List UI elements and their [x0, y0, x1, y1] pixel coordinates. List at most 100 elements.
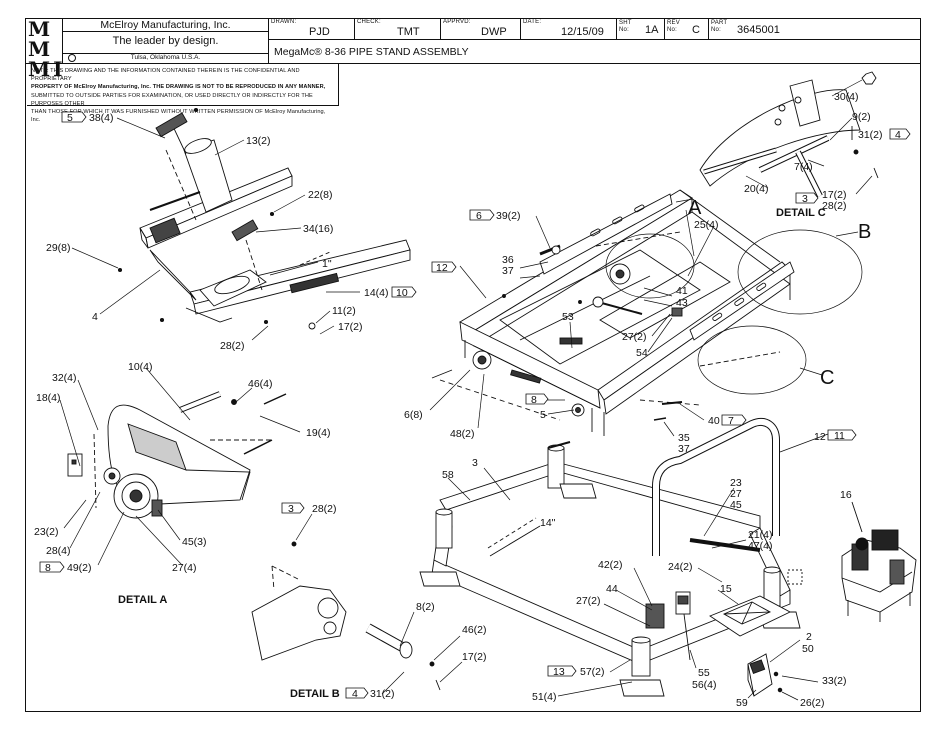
confidentiality-note: NOTE: THIS DRAWING AND THE INFORMATION C… — [27, 64, 339, 123]
callout-28-top: 28(2) — [220, 340, 245, 352]
revision-value: C — [692, 24, 700, 36]
callout-45-stand: 45 — [730, 499, 742, 511]
clamp-beam-subassembly — [117, 107, 411, 330]
svg-text:6: 6 — [476, 210, 482, 222]
callout-33: 33(2) — [822, 675, 847, 687]
date-label: DATE: — [523, 19, 542, 25]
callout-28-detail-b: 28(2) — [312, 503, 337, 515]
leader-lines-detail-c — [745, 79, 873, 195]
drawing-title: MegaMc® 8-36 PIPE STAND ASSEMBLY — [274, 46, 469, 58]
company-cell: McElroy Manufacturing, Inc. — [63, 18, 269, 32]
callout-45-detail-a: 45(3) — [182, 536, 207, 548]
sheet-number-label: SHT No: — [619, 20, 632, 33]
callout-53: 53 — [562, 311, 574, 323]
part-number-value: 3645001 — [737, 24, 780, 36]
callout-3: 3 — [472, 457, 478, 469]
callout-17-top: 17(2) — [338, 321, 363, 333]
logo-line-1: M M — [28, 17, 50, 61]
svg-text:5: 5 — [67, 112, 73, 124]
callout-8: 8(2) — [416, 601, 435, 613]
detail-b-view — [251, 541, 441, 691]
callout-27-detail-a: 27(4) — [172, 562, 197, 574]
callout-51: 51(4) — [532, 691, 557, 703]
svg-text:4: 4 — [895, 129, 901, 141]
callout-30: 30(4) — [834, 91, 859, 103]
logo-box: M M M I — [25, 17, 63, 79]
svg-text:10: 10 — [396, 287, 408, 299]
callout-27-stand: 27 — [730, 488, 742, 500]
callout-31-detail-c: 31(2) — [858, 129, 883, 141]
balloon-12-top: 12 — [431, 261, 457, 274]
callout-39: 39(2) — [496, 210, 521, 222]
callout-46-detail-a: 46(4) — [248, 378, 273, 390]
tagline-cell: The leader by design. — [63, 32, 269, 54]
balloon-3-detail-c: 3 — [795, 192, 819, 205]
callout-28-detail-c: 28(2) — [822, 200, 847, 212]
balloon-11: 11 — [827, 429, 857, 442]
callout-56: 56(4) — [692, 679, 717, 691]
svg-text:12: 12 — [436, 262, 448, 274]
balloon-4-detail-b: 4 — [345, 687, 369, 700]
drawing-sheet-border — [25, 18, 921, 712]
company-location: Tulsa, Oklahoma U.S.A. — [130, 54, 201, 61]
callout-24: 24(2) — [668, 561, 693, 573]
note-line-1: NOTE: THIS DRAWING AND THE INFORMATION C… — [31, 68, 300, 83]
svg-text:4: 4 — [352, 688, 358, 700]
apprvd-cell: APPRVD: DWP — [441, 18, 521, 40]
balloon-3-detail-b: 3 — [281, 502, 305, 515]
callout-5: 5 — [540, 409, 546, 421]
detail-a-circle — [605, 233, 695, 299]
part-number-cell: PART No: 3645001 — [709, 18, 921, 40]
callout-49: 49(2) — [67, 562, 92, 574]
callout-36: 36 — [502, 254, 514, 266]
drawn-cell: DRAWN: PJD — [269, 18, 355, 40]
callout-18: 18(4) — [36, 392, 61, 404]
revision-cell: REV No: C — [665, 18, 709, 40]
callout-43: 43 — [676, 297, 688, 309]
callout-57: 57(2) — [580, 666, 605, 678]
callout-42: 42(2) — [598, 559, 623, 571]
detail-b-circle — [737, 229, 863, 315]
callout-38: 38(4) — [89, 112, 114, 124]
check-label: CHECK: — [357, 19, 381, 25]
registered-circle-icon — [68, 54, 76, 62]
callout-27-stand-2: 27(2) — [576, 595, 601, 607]
callout-1-inch: 1" — [322, 258, 332, 270]
callout-55: 55 — [698, 667, 710, 679]
callout-9: 9(2) — [852, 111, 871, 123]
sheet-number-cell: SHT No: 1A — [617, 18, 665, 40]
callout-50: 50 — [802, 643, 814, 655]
svg-text:8: 8 — [45, 562, 51, 574]
sheet-number-value: 1A — [645, 24, 659, 36]
date-cell: DATE: 12/15/09 — [521, 18, 617, 40]
callout-17-detail-c: 17(2) — [822, 189, 847, 201]
callout-41: 41 — [676, 285, 688, 297]
detail-c-letter: C — [820, 367, 834, 389]
callout-6: 6(8) — [404, 409, 423, 421]
title-block: M M M I McElroy Manufacturing, Inc. The … — [25, 17, 921, 79]
drawn-value: PJD — [309, 26, 330, 38]
callout-40: 40 — [708, 415, 720, 427]
date-value: 12/15/09 — [561, 26, 604, 38]
svg-text:7: 7 — [728, 415, 734, 427]
callout-25: 25(4) — [694, 219, 719, 231]
drawing-title-cell: MegaMc® 8-36 PIPE STAND ASSEMBLY — [269, 40, 921, 64]
callout-47: 47(4) — [748, 540, 773, 552]
location-cell: Tulsa, Oklahoma U.S.A. — [63, 54, 269, 64]
svg-text:11: 11 — [834, 430, 845, 442]
callout-26: 26(2) — [800, 697, 825, 709]
callout-46-detail-b: 46(2) — [462, 624, 487, 636]
note-line-3: SUBMITTED TO OUTSIDE PARTIES FOR EXAMINA… — [31, 92, 313, 107]
control-pendant — [747, 653, 783, 697]
pipe-stand-frame — [419, 418, 803, 697]
hydraulic-power-unit — [841, 501, 917, 622]
company-name: McElroy Manufacturing, Inc. — [100, 19, 231, 31]
apprvd-value: DWP — [481, 26, 507, 38]
callout-17-detail-b: 17(2) — [462, 651, 487, 663]
check-cell: CHECK: TMT — [355, 18, 441, 40]
leader-lines-top-left — [71, 117, 360, 341]
logo-line-2: M I — [28, 57, 62, 81]
detail-c-circle — [697, 325, 807, 395]
balloon-6: 6 — [469, 209, 495, 222]
